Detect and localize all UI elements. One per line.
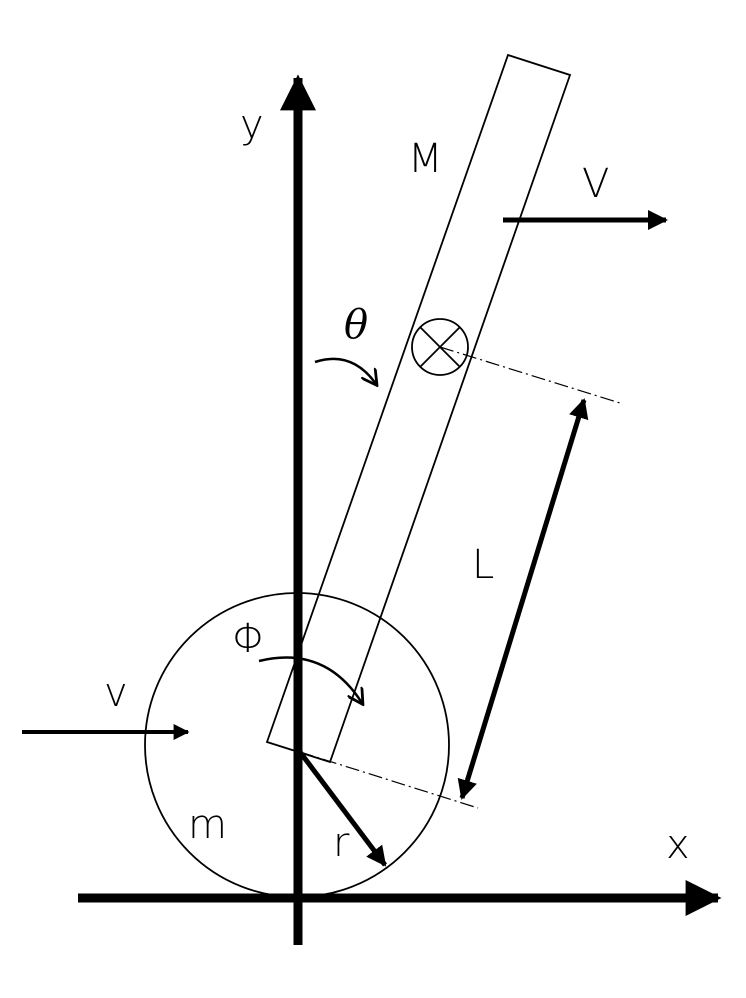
radius-arrow — [298, 750, 387, 867]
pendulum-mass-label: M — [408, 136, 443, 182]
reference-line-top — [439, 346, 621, 404]
x-axis-label: x — [666, 822, 690, 868]
length-label: L — [472, 542, 494, 588]
wheel-velocity-label: v — [104, 670, 128, 716]
y-axis-label: y — [240, 102, 264, 148]
length-arrow — [457, 398, 589, 800]
wheel-mass-label: m — [188, 802, 227, 848]
reference-line-bottom — [299, 751, 479, 809]
wheel-radius-label: r — [333, 820, 350, 866]
tilt-angle-arc — [314, 357, 376, 384]
wheel-angle-arc — [258, 656, 362, 703]
pendulum-velocity-label: V — [582, 161, 609, 207]
wheel-angle-label: Φ — [232, 616, 266, 662]
tilt-angle-label: θ — [344, 302, 368, 348]
